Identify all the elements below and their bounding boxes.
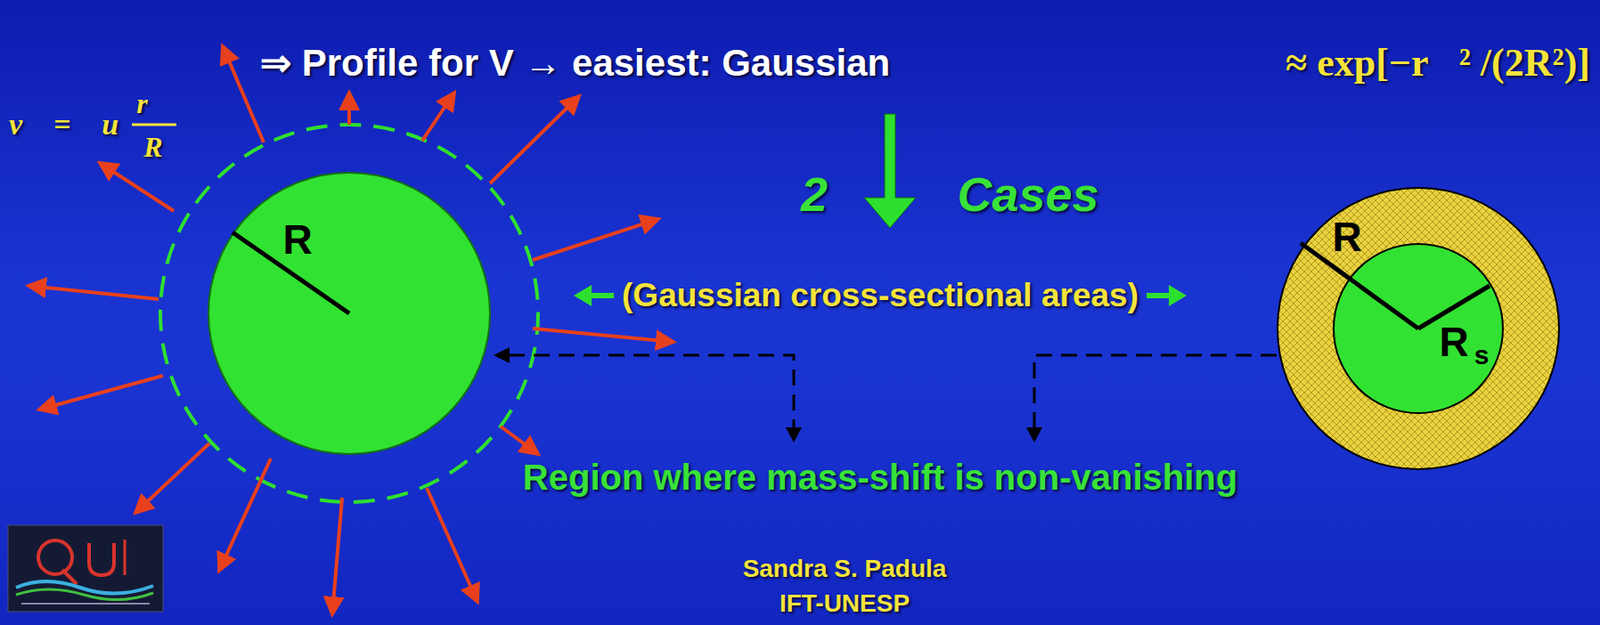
flow-arrow — [28, 285, 159, 300]
circle-outline — [1331, 242, 1505, 416]
leader-heads — [493, 347, 1331, 443]
flow-arrow — [532, 328, 674, 343]
radius-label: R — [1331, 213, 1362, 262]
leader-lines — [508, 355, 1315, 429]
circle-shape — [1333, 244, 1503, 414]
flow-arrow — [219, 458, 271, 572]
slide-title: ⇒ Profile for V → easiest: Gaussian — [260, 41, 890, 85]
radius-label: R — [282, 216, 312, 264]
leader-head — [1026, 427, 1043, 443]
author-name: Sandra S. Padula — [742, 555, 947, 584]
flow-arrow — [99, 163, 174, 212]
leader-line — [508, 355, 794, 429]
radius-label: R — [1438, 318, 1469, 367]
flow-arrow — [347, 92, 352, 125]
dashed-boundary — [160, 124, 539, 503]
cases-heading: Cases — [956, 166, 1099, 222]
leader-head — [493, 347, 510, 364]
leader-head — [785, 427, 802, 443]
fraction-numerator: r⃗ — [136, 87, 170, 121]
region-note: Region where mass-shift is non-vanishing — [522, 457, 1238, 498]
circle-shape — [1277, 187, 1560, 470]
fraction-denominator: R — [143, 130, 163, 164]
flow-arrow — [135, 443, 210, 514]
right-arrow — [1146, 285, 1187, 307]
conference-logo — [8, 525, 164, 613]
leader-line — [1034, 355, 1315, 429]
affiliation: IFT-UNESP — [779, 589, 910, 619]
flow-arrow — [532, 219, 659, 261]
flow-arrow — [422, 92, 455, 141]
flow-arrow — [489, 96, 580, 184]
flow-arrow — [222, 46, 264, 143]
circle-outline — [206, 171, 492, 457]
formula: ≈ exp[−r⃗² /(2R²)] — [1285, 40, 1591, 87]
inner-circle: Rs — [1331, 242, 1505, 416]
flow-arrow — [426, 488, 478, 603]
flow-arrow — [332, 497, 343, 615]
radius-line — [1331, 243, 1419, 329]
outer-circle: RRs — [1275, 186, 1561, 472]
cross-section-note: (Gaussian cross-sectional areas) — [621, 277, 1139, 316]
core-circle: R — [206, 171, 492, 457]
circle-shape — [208, 172, 490, 455]
flow-arrow — [39, 375, 164, 410]
down-arrow — [864, 114, 916, 229]
left-arrow — [573, 285, 614, 307]
flow-arrow — [500, 426, 539, 455]
velocity-formula: v⃗ = ⟨u⟩ — [8, 106, 143, 142]
radius-label: s — [1474, 340, 1490, 372]
case-count: 2 — [800, 166, 828, 222]
